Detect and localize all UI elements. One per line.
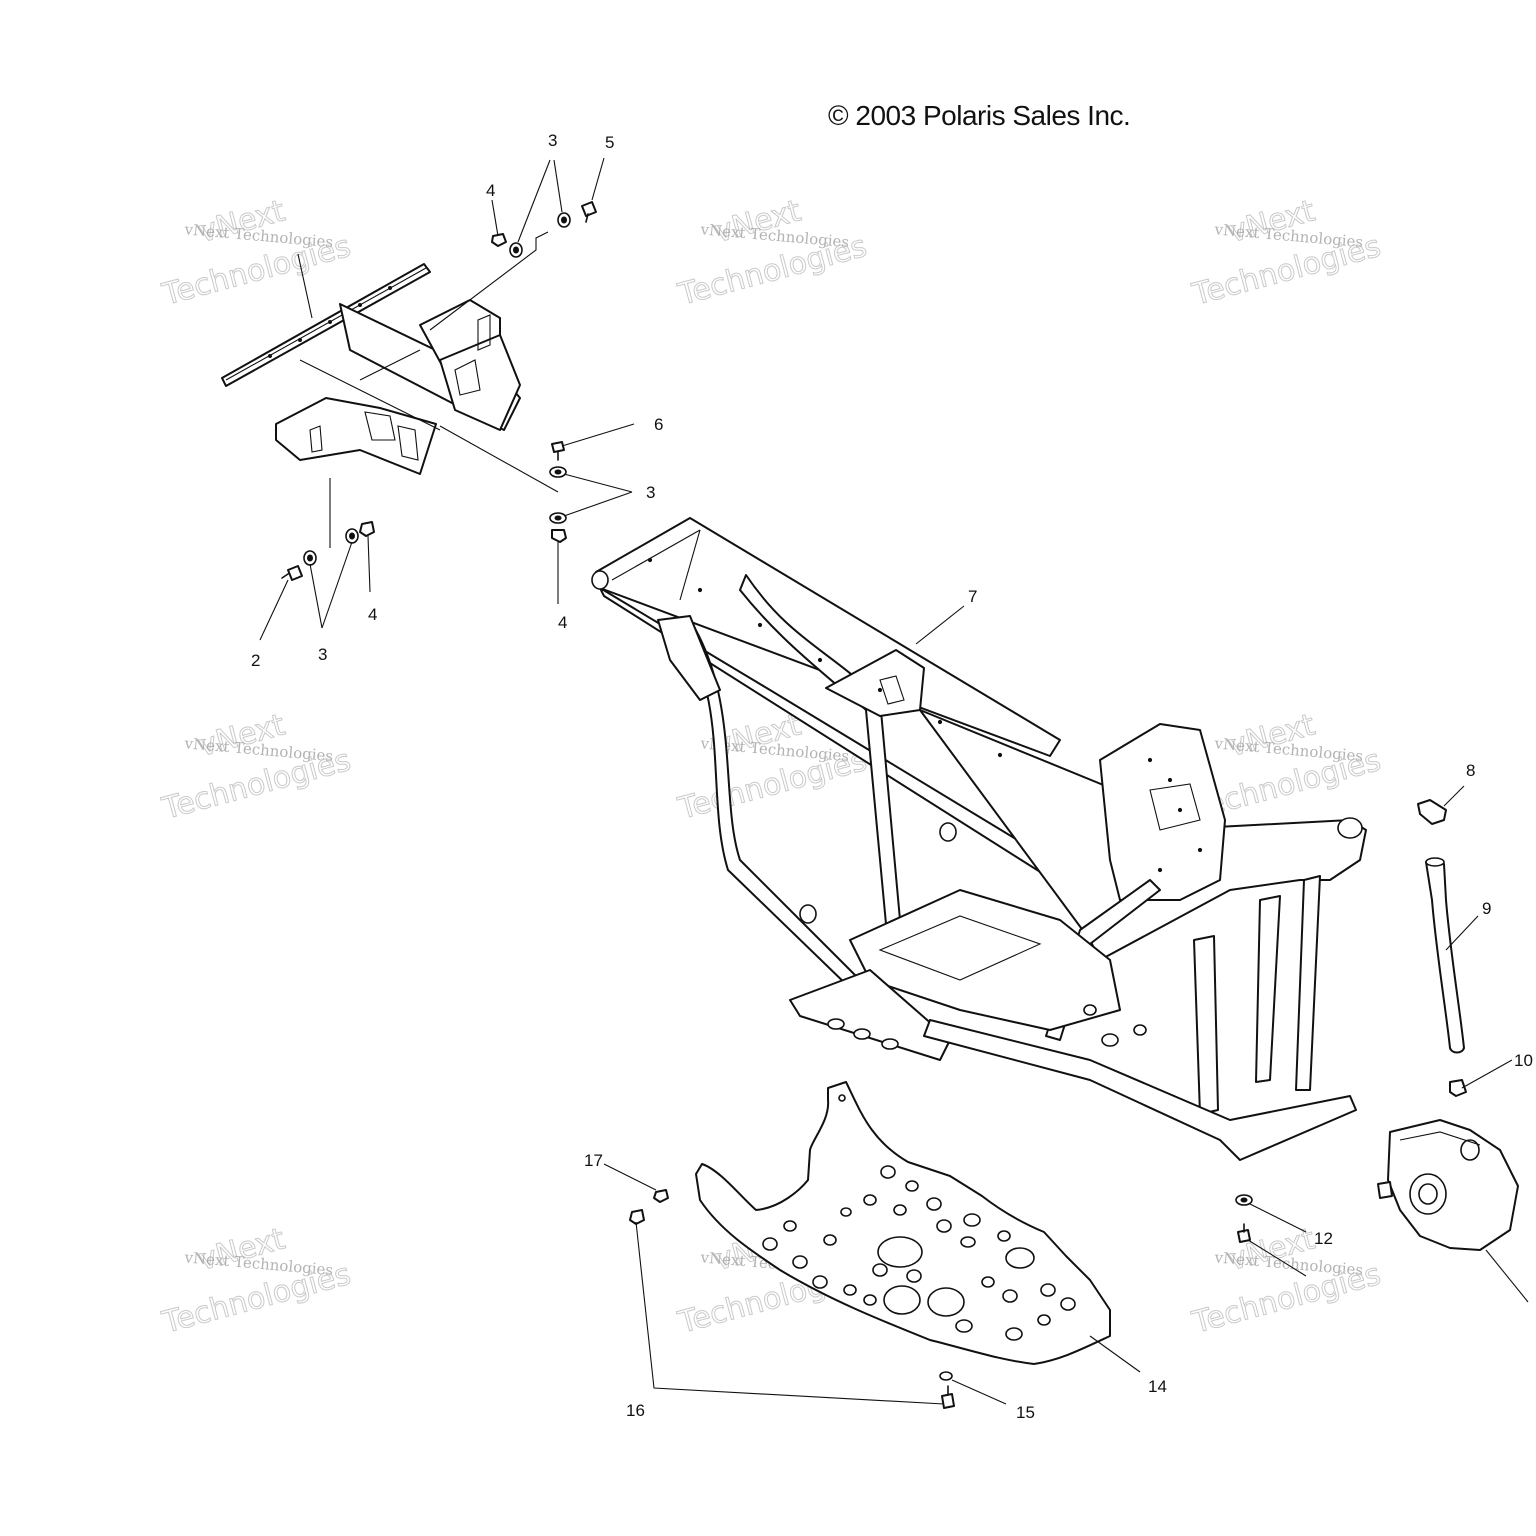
watermark-bottom-left: vNext vNext Technologies Technologies — [158, 1221, 355, 1341]
copyright-notice: © 2003 Polaris Sales Inc. — [828, 100, 1131, 131]
callout-9: 9 — [1482, 899, 1491, 918]
skid-plate — [695, 1081, 1111, 1365]
vent-hose — [1425, 857, 1465, 1054]
callout-15: 15 — [1016, 1403, 1035, 1422]
callout-17: 17 — [584, 1151, 603, 1170]
callout-4: 4 — [486, 181, 495, 200]
hardware-top — [491, 201, 597, 258]
callout-6: 6 — [654, 415, 663, 434]
callout-3: 3 — [646, 483, 655, 502]
hardware-mid — [549, 441, 567, 543]
callout-7: 7 — [968, 587, 977, 606]
watermark-top-left: vNext vNext Technologies Technologies — [158, 193, 355, 313]
bracket-leader-lines — [297, 231, 559, 548]
watermark-bottom-right: vNext vNext Technologies Technologies — [1188, 1221, 1385, 1341]
hardware-lower-left — [281, 521, 375, 581]
callout-10: 10 — [1514, 1051, 1533, 1070]
callout-12: 12 — [1314, 1229, 1333, 1248]
callout-4: 4 — [558, 613, 567, 632]
watermark-mid-left: vNext vNext Technologies Technologies — [158, 707, 355, 827]
hose-clamp — [1449, 1079, 1467, 1097]
main-frame — [591, 517, 1367, 1161]
rear-gearcase — [1377, 1119, 1519, 1251]
callout-16: 16 — [626, 1401, 645, 1420]
vent-fitting — [1417, 799, 1447, 825]
callout-2: 2 — [251, 651, 260, 670]
callout-3: 3 — [318, 645, 327, 664]
callout-5: 5 — [605, 133, 614, 152]
leader-lines — [259, 157, 1529, 1405]
callout-8: 8 — [1466, 761, 1475, 780]
watermark-mid-center: vNext vNext Technologies Technologies — [674, 707, 871, 827]
watermark-top-right: vNext vNext Technologies Technologies — [1188, 193, 1385, 313]
callout-3: 3 — [548, 131, 557, 150]
front-bracket-assembly — [221, 263, 521, 475]
callout-14: 14 — [1148, 1377, 1167, 1396]
callout-4: 4 — [368, 605, 377, 624]
hardware-right — [1235, 1194, 1253, 1243]
callout-labels: 4 3 5 6 3 4 2 3 4 7 8 9 10 12 14 15 16 1… — [251, 131, 1533, 1422]
watermark-top-center: vNext vNext Technologies Technologies — [674, 193, 871, 313]
